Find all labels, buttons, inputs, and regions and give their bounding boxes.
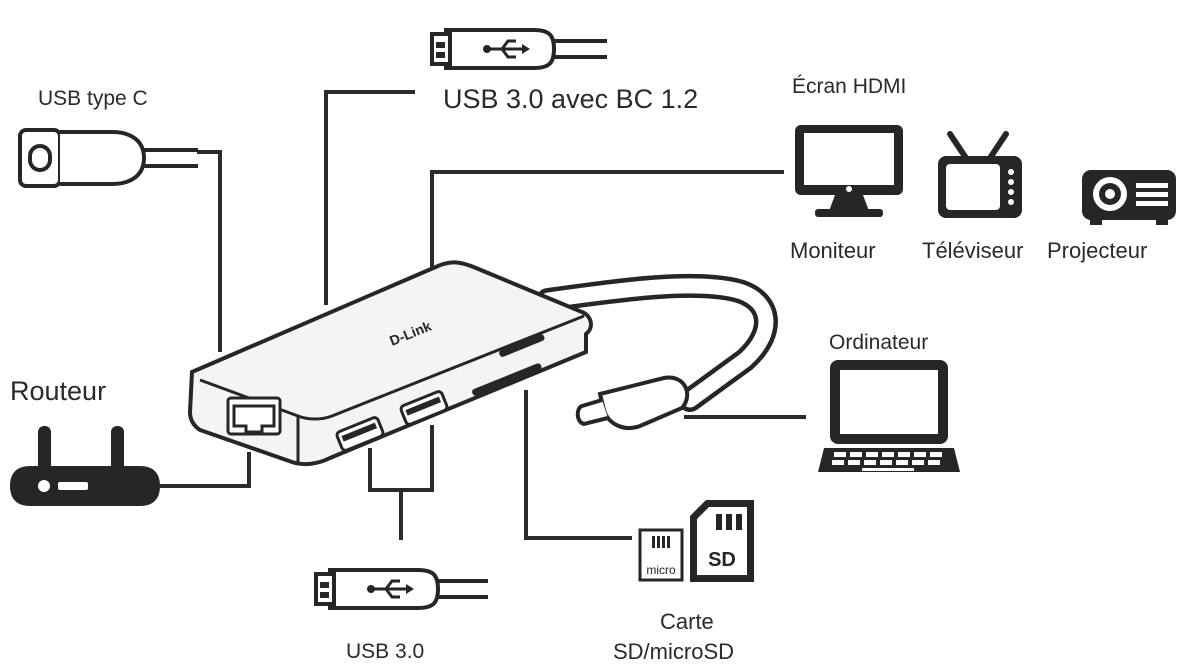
microsd-label: micro xyxy=(646,563,676,577)
hub-microsd-slot xyxy=(499,334,545,357)
line-card xyxy=(524,390,632,540)
label-usb-bc: USB 3.0 avec BC 1.2 xyxy=(443,84,699,114)
projector-icon xyxy=(1082,170,1176,225)
line-hdmi xyxy=(430,170,784,268)
tv-icon xyxy=(938,131,1022,218)
sd-card-icon: SD xyxy=(690,500,754,582)
router-icon xyxy=(10,426,160,506)
usb-c-hub-device: D-Link xyxy=(187,260,778,467)
usb-a-plug-icon xyxy=(430,28,607,70)
label-usb-type-c: USB type C xyxy=(38,87,148,110)
laptop-icon xyxy=(818,360,960,472)
line-usb-c xyxy=(197,150,222,352)
label-monitor: Moniteur xyxy=(790,238,876,263)
label-usb3: USB 3.0 xyxy=(346,640,425,663)
sd-label: SD xyxy=(708,549,736,571)
microsd-card-icon: micro xyxy=(638,528,684,582)
label-tv: Téléviseur xyxy=(922,238,1024,263)
label-projector: Projecteur xyxy=(1047,238,1148,263)
label-hdmi-screen: Écran HDMI xyxy=(792,75,907,98)
hub-usb-c-connector xyxy=(575,375,690,430)
line-usb-bc xyxy=(324,90,415,305)
label-router: Routeur xyxy=(10,376,107,406)
usb-a-plug-icon xyxy=(314,568,488,610)
hub-ethernet-port xyxy=(226,396,282,436)
label-card-line2: SD/microSD xyxy=(613,639,735,664)
hub-sd-slot xyxy=(472,363,542,396)
label-card-line1: Carte xyxy=(660,609,714,634)
line-router xyxy=(160,452,251,488)
usb-c-plug-icon xyxy=(18,128,198,188)
label-computer: Ordinateur xyxy=(829,331,929,354)
connector-lines xyxy=(160,90,806,540)
monitor-icon xyxy=(795,125,903,217)
